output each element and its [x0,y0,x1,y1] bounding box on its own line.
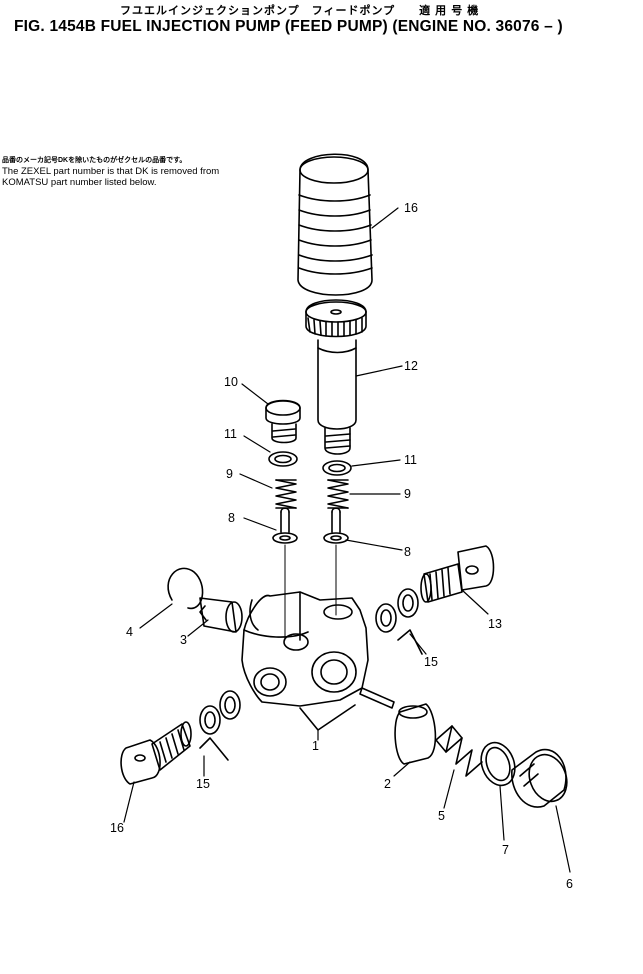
callout-numbers: 16 12 10 11 11 9 9 8 8 4 3 13 15 1 15 2 … [110,201,573,891]
callout-5: 5 [438,809,445,823]
callout-6: 6 [566,877,573,891]
part-number-note: 品番のメーカ記号DKを除いたものがゼクセルの品番です。 The ZEXEL pa… [2,155,219,188]
part-13-eye-bolt [420,545,495,603]
callout-3: 3 [180,633,187,647]
part-11-gasket-right [322,460,352,476]
callout-4: 4 [126,625,133,639]
part-12-priming-pump [305,299,367,455]
callout-13: 13 [488,617,502,631]
part-9-spring-left [275,479,297,509]
part-8-valve-right [323,507,349,544]
callout-7: 7 [502,843,509,857]
callout-1: 1 [312,739,319,753]
callout-2: 2 [384,777,391,791]
callout-15-left: 15 [196,777,210,791]
part-16-priming-cover [297,153,373,296]
callout-16-top: 16 [404,201,418,215]
callout-11-left: 11 [224,427,237,441]
part-15-washers-right [375,588,423,655]
part-16-eye-bolt [120,721,192,785]
assembly-guide-lines [284,544,337,641]
figure-title: FIG. 1454B FUEL INJECTION PUMP (FEED PUM… [14,18,563,35]
callout-8-right: 8 [404,545,411,559]
japanese-title: フユエルインジェクションポンプ フィードポンプ 適 用 号 機 [120,5,480,17]
part-7-o-ring [480,741,516,787]
leader-lines [123,207,571,873]
callout-8-left: 8 [228,511,235,525]
part-11-gasket-left [268,451,298,467]
part-6-plug [511,748,568,808]
callout-15-right: 15 [424,655,438,669]
part-8-valve-left [272,507,298,544]
part-4-snap-ring [167,567,204,609]
part-9-spring-right [327,479,349,509]
callout-11-right: 11 [404,453,417,467]
pin [359,687,395,709]
callout-12: 12 [404,359,418,373]
note-line-1: The ZEXEL part number is that DK is remo… [2,166,220,177]
part-10-plug [265,399,301,444]
part-2-piston [394,703,437,765]
part-3-sleeve [199,597,243,633]
callout-9-left: 9 [226,467,233,481]
note-japanese: 品番のメーカ記号DKを除いたものがゼクセルの品番です。 [2,157,187,164]
note-line-2: KOMATSU part number listed below. [2,177,157,188]
callout-10: 10 [224,375,238,389]
callout-16-left: 16 [110,821,124,835]
part-5-spring [435,725,483,777]
callout-9-right: 9 [404,487,411,501]
part-15-washers-left [199,690,241,761]
part-1-pump-body [241,591,369,731]
